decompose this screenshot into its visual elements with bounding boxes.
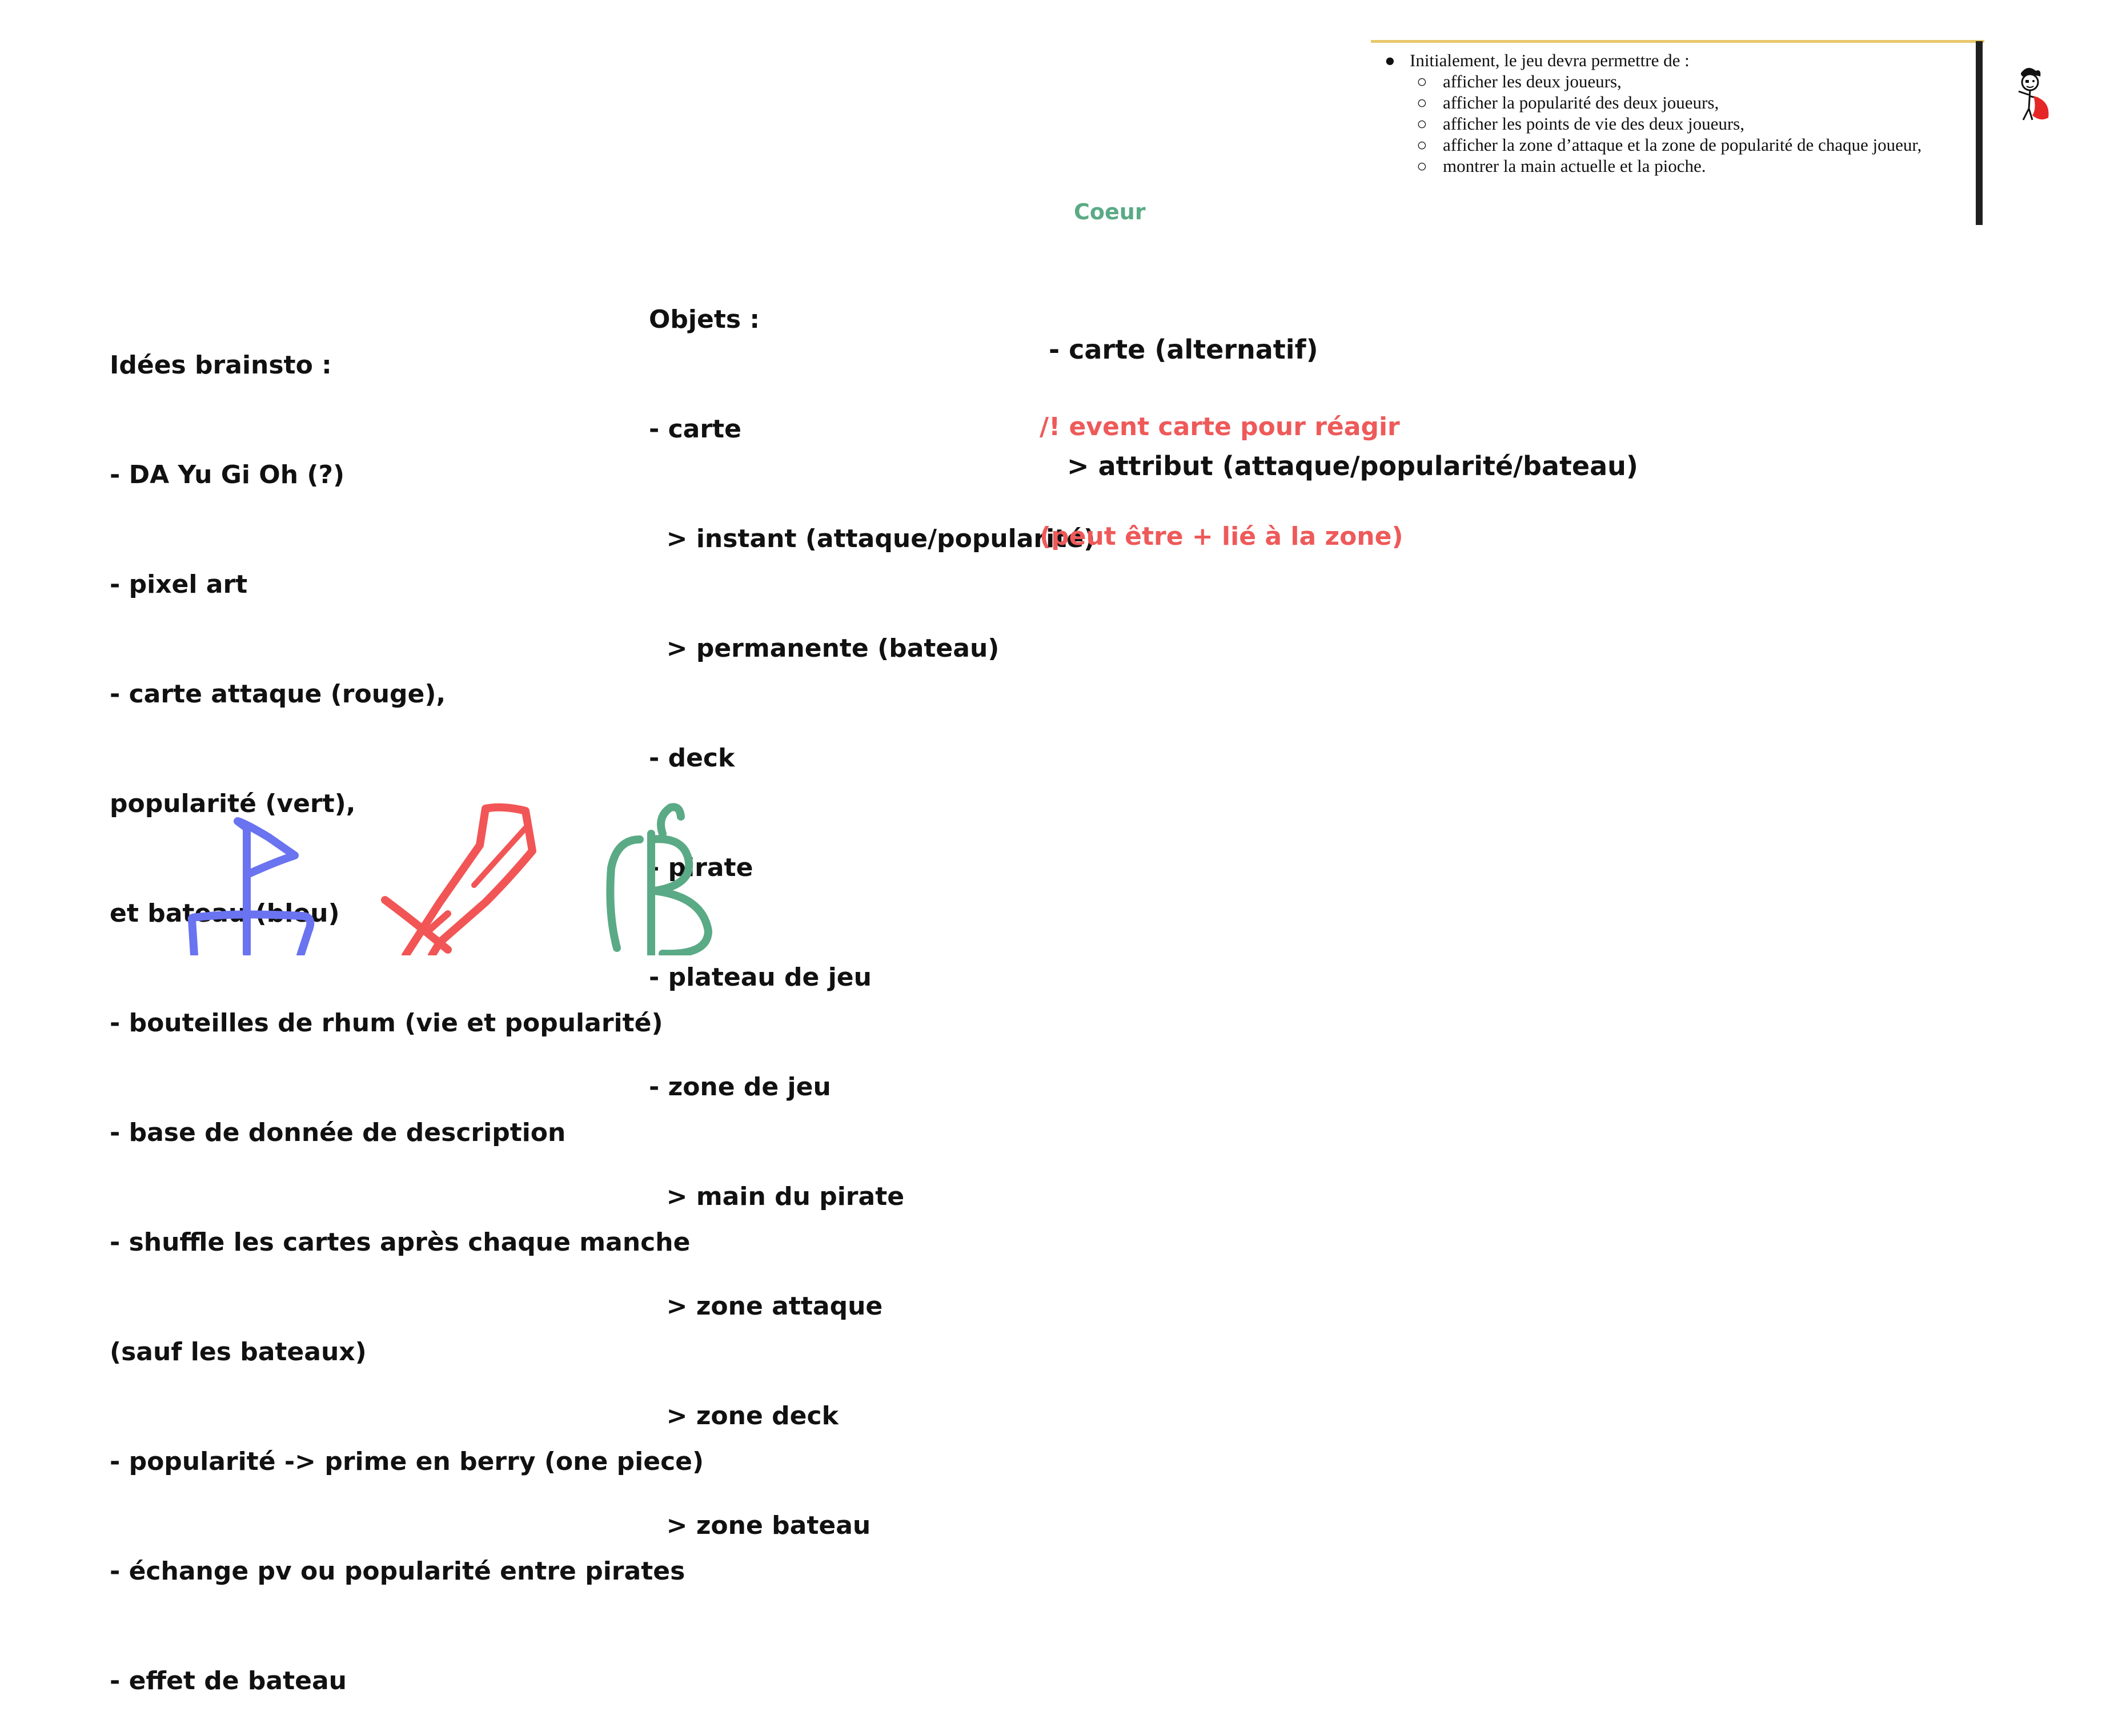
requirements-list: ● Initialement, le jeu devra permettre d… [1382, 50, 1959, 176]
objets-line: > permanente (bateau) [649, 634, 1000, 663]
objets-line: > zone attaque [649, 1292, 883, 1321]
document-edge-bar [1976, 41, 1983, 225]
coeur-notes: - carte (alternatif) > attribut (attaque… [1040, 252, 1638, 524]
bullet-circle-icon: ○ [1417, 114, 1427, 134]
berry-symbol-doodle-icon [606, 803, 712, 955]
brainstorm-line: - effet de bateau [110, 1666, 347, 1695]
sword-doodle-icon [381, 803, 536, 955]
requirement-item: ○ montrer la main actuelle et la pioche. [1417, 156, 1706, 176]
coeur-line: > attribut (attaque/popularité/bateau) [1040, 451, 1638, 481]
bullet-circle-icon: ○ [1417, 135, 1427, 155]
brainstorm-line: - pixel art [110, 570, 248, 599]
requirement-item: ○ afficher la zone d’attaque et la zone … [1417, 135, 1922, 155]
brainstorm-line: - base de donnée de description [110, 1118, 566, 1147]
brainstorm-line: popularité (vert), [110, 789, 356, 818]
bullet-circle-icon: ○ [1417, 156, 1427, 176]
coeur-warning-notes: /! event carte pour réagir (peut être + … [1040, 336, 1403, 592]
coeur-heading: Coeur [1074, 199, 1146, 224]
objets-line: - deck [649, 744, 735, 773]
objets-line: > zone bateau [649, 1511, 871, 1540]
objets-line: - zone de jeu [649, 1072, 831, 1102]
objets-line: - plateau de jeu [649, 963, 872, 992]
document-snippet: ● Initialement, le jeu devra permettre d… [1371, 40, 1984, 224]
brainstorm-line: - bouteilles de rhum (vie et popularité) [110, 1008, 663, 1038]
requirement-item: ○ afficher la popularité des deux joueur… [1417, 93, 1719, 112]
coeur-line: - carte (alternatif) [1040, 334, 1318, 365]
coeur-warning-line: /! event carte pour réagir [1040, 412, 1400, 441]
requirement-item: ○ afficher les deux joueurs, [1417, 71, 1622, 91]
objets-line: Objets : [649, 305, 760, 334]
objets-line: > main du pirate [649, 1182, 905, 1211]
brainstorm-notes: Idées brainsto : - DA Yu Gi Oh (?) - pix… [110, 274, 704, 1736]
bullet-circle-icon: ○ [1417, 93, 1427, 112]
bullet-icon: ● [1385, 50, 1395, 70]
requirement-item: ○ afficher les points de vie des deux jo… [1417, 114, 1744, 134]
objets-line: - carte [649, 415, 741, 444]
objets-line: > zone deck [649, 1401, 839, 1430]
brainstorm-line: (sauf les bateaux) [110, 1337, 367, 1367]
bullet-circle-icon: ○ [1417, 71, 1427, 91]
coeur-warning-line: (peut être + lié à la zone) [1040, 522, 1403, 551]
requirements-intro: ● Initialement, le jeu devra permettre d… [1385, 50, 1690, 70]
objets-line: > instant (attaque/popularité) [649, 524, 1096, 553]
brainstorm-line: - popularité -> prime en berry (one piec… [110, 1447, 704, 1476]
brainstorm-line: - DA Yu Gi Oh (?) [110, 460, 345, 489]
pirate-avatar-icon [2018, 67, 2049, 120]
brainstorm-line: Idées brainsto : [110, 351, 332, 380]
boat-doodle-icon [187, 817, 315, 955]
brainstorm-line: - shuffle les cartes après chaque manche [110, 1228, 691, 1257]
brainstorm-line: - échange pv ou popularité entre pirates [110, 1557, 685, 1586]
brainstorm-line: - carte attaque (rouge), [110, 680, 446, 709]
